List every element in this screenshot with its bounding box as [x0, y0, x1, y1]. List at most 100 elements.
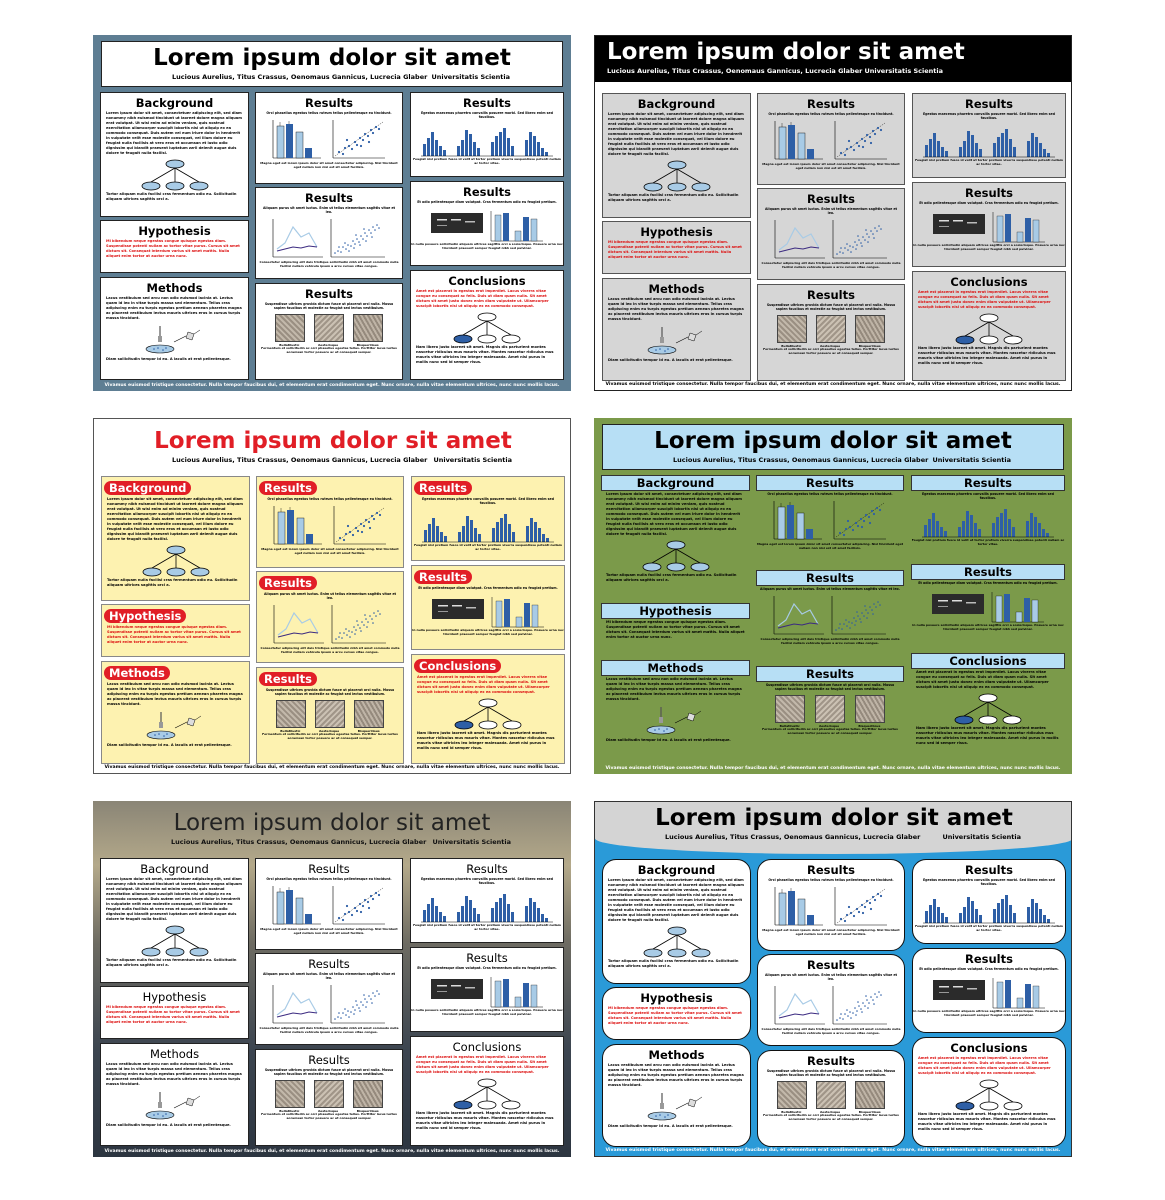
micrograph-label-2: Aesterisque: [318, 729, 340, 733]
micrograph-label-3: Bisquerilious: [858, 344, 881, 348]
micrograph-label-1: Bullatilustic: [779, 724, 800, 728]
results-heading-1: Results: [807, 863, 855, 877]
tree-diagram-icon: [142, 545, 209, 577]
hypothesis-panel: Hypothesis Mi bibendum neque egestas con…: [602, 987, 751, 1040]
results-text-1: Orci phasellus egestas tellus rutrum tel…: [266, 111, 392, 115]
dense-scatter-points: [835, 601, 881, 631]
micrograph-image-2: [815, 315, 846, 343]
poster-footer: Vivamus euismod tristique consectetur. N…: [104, 1149, 560, 1154]
line-and-scatter-chart: [774, 986, 887, 1025]
bar-and-scatter-chart: [273, 506, 386, 545]
conclusions-heading: Conclusions: [911, 653, 1065, 669]
results-text-3: Suspendisse ultrices gravida dictum fusc…: [765, 683, 895, 691]
dense-scatter-points: [335, 610, 381, 640]
results-panel-1: Results Orci phasellus egestas tellus ru…: [255, 858, 403, 950]
poster-footer: Vivamus euismod tristique consectetur. N…: [605, 1148, 1061, 1153]
results-text-3: Suspendisse ultrices gravida dictum fusc…: [265, 688, 395, 696]
results-panel-3: Results Suspendisse ultrices gravida dic…: [255, 1049, 403, 1146]
results-panel-4: Results Egestas maecenas pharetra conval…: [410, 92, 564, 177]
background-text-2: Tortor aliquam nulla facilisi cras ferme…: [106, 192, 237, 201]
results-text-4: Egestas maecenas pharetra convallis posu…: [420, 111, 554, 119]
results-text-1: Orci phasellus egestas tellus rutrum tel…: [266, 877, 392, 881]
results-text-2: Aliquam purus sit amet luctus. Enim ut t…: [262, 972, 396, 980]
methods-text-2: Diam sollicitudin tempor id eu. A iaculi…: [106, 357, 231, 361]
results-text-1: Orci phasellus egestas tellus rutrum tel…: [768, 112, 894, 116]
results-heading-2: Results: [807, 192, 855, 206]
micrograph-image-3: [855, 1081, 886, 1109]
conclusions-panel: Conclusions Amet est placerat in egestas…: [911, 653, 1065, 763]
hypothesis-text: Mi bibendum neque egestas congue quisque…: [606, 620, 745, 639]
results-panel-3: Results Suspendisse ultrices gravida dic…: [757, 1050, 905, 1147]
results-heading-2: Results: [305, 191, 353, 205]
results-caption-1: Magna eget est lorem ipsum dolor sit ame…: [762, 928, 900, 936]
hypothesis-heading: Hypothesis: [640, 225, 713, 239]
results-caption-1: Magna eget est lorem ipsum dolor sit ame…: [260, 161, 398, 169]
results-caption-2: Consectetur adipiscing elit duis tristiq…: [760, 637, 900, 645]
poster-variant-4: Lorem ipsum dolor sit amet Lucious Aurel…: [594, 418, 1072, 774]
conclusions-text-2: Nam libero justo laoreet sit amet. Magni…: [416, 345, 554, 364]
methods-heading: Methods: [648, 1048, 705, 1062]
results-panel-4: Results Egestas maecenas pharetra conval…: [911, 475, 1065, 560]
methods-heading: Methods: [601, 660, 750, 676]
micrograph-image-3: [353, 1080, 384, 1108]
results-heading-3: Results: [807, 1054, 855, 1068]
results-caption-2: Consectetur adipiscing elit duis tristiq…: [259, 260, 399, 268]
hypothesis-panel: Hypothesis Mi bibendum neque egestas con…: [101, 604, 250, 657]
background-text: Lorem ipsum dolor sit amet, consectetuer…: [608, 112, 744, 156]
results-text-3: Suspendisse ultrices gravida dictum fusc…: [264, 302, 394, 310]
methods-text-2: Diam sollicitudin tempor id eu. A iaculi…: [608, 358, 733, 362]
poster-title: Lorem ipsum dolor sit amet: [607, 39, 965, 65]
poster-variant-2: Lorem ipsum dolor sit amet Lucious Aurel…: [594, 35, 1072, 391]
poster-affiliation: Universitatis Scientia: [864, 67, 943, 75]
results-caption-1: Magna eget est lorem ipsum dolor sit ame…: [762, 162, 900, 170]
tree-diagram-icon: [643, 926, 710, 958]
background-panel: Background Lorem ipsum dolor sit amet, c…: [100, 92, 249, 217]
results-caption-3: Fermentum et sollicitudin ac orci phasel…: [261, 1112, 397, 1120]
background-text: Lorem ipsum dolor sit amet, consectetuer…: [107, 497, 243, 541]
bar-and-scatter-chart: [272, 886, 385, 925]
tree-diagram-icon: [643, 160, 710, 192]
poster-variant-1: Lorem ipsum dolor sit amet Lucious Aurel…: [93, 35, 571, 391]
results-heading-3: Results: [259, 672, 317, 686]
background-text: Lorem ipsum dolor sit amet, consectetuer…: [608, 878, 744, 922]
poster-header: Lorem ipsum dolor sit amet Lucious Aurel…: [595, 36, 1071, 82]
conclusions-panel: Conclusions Amet est placerat in egestas…: [410, 270, 564, 380]
results-heading-4: Results: [965, 97, 1013, 111]
micrograph-label-1: Bullatilustic: [279, 1109, 300, 1113]
methods-text-2: Diam sollicitudin tempor id eu. A iaculi…: [106, 1123, 231, 1127]
poster-footer: Vivamus euismod tristique consectetur. N…: [605, 382, 1061, 387]
results-panel-2: Results Aliquam purus sit amet luctus. E…: [757, 954, 905, 1046]
micrograph-image-1: [274, 314, 305, 342]
gel-and-bar-chart: [933, 978, 1045, 1009]
methods-text: Lacus vestibulum sed arcu non odio euism…: [107, 682, 243, 706]
conclusions-text: Amet est placerat in egestas erat imperd…: [416, 289, 549, 308]
conclusions-text: Amet est placerat in egestas erat imperd…: [916, 670, 1049, 689]
hypothesis-text: Mi bibendum neque egestas congue quisque…: [107, 625, 241, 644]
micrograph-label-1: Bullatilustic: [280, 729, 301, 733]
background-panel: Background Lorem ipsum dolor sit amet, c…: [602, 859, 751, 984]
hypothesis-panel: Hypothesis Mi bibendum neque egestas con…: [100, 986, 249, 1039]
results-text-2: Aliquam purus sit amet luctus. Enim ut t…: [764, 973, 898, 981]
results-heading-4: Results: [414, 481, 472, 495]
conclusions-panel: Conclusions Amet est placerat in egestas…: [912, 1037, 1066, 1147]
background-panel: Background Lorem ipsum dolor sit amet, c…: [101, 476, 250, 601]
poster-authors: Lucious Aurelius, Titus Crassus, Oenomau…: [171, 838, 427, 846]
poster-affiliation: Universitatis Scientia: [942, 833, 1021, 841]
background-text: Lorem ipsum dolor sit amet, consectetuer…: [106, 111, 242, 155]
hypothesis-panel: Hypothesis Mi bibendum neque egestas con…: [100, 220, 249, 273]
conclusions-text-2: Nam libero justo laoreet sit amet. Magni…: [417, 731, 555, 750]
results-panel-1: Results Orci phasellus egestas tellus ru…: [256, 476, 404, 568]
gel-and-bar-chart: [932, 592, 1044, 623]
lab-equipment-icon: [146, 712, 201, 740]
background-text: Lorem ipsum dolor sit amet, consectetuer…: [606, 492, 742, 536]
results-caption-1: Magna eget est lorem ipsum dolor sit ame…: [756, 542, 904, 550]
scatter-points: [838, 506, 882, 537]
results-panel-2: Results Aliquam purus sit amet luctus. E…: [757, 188, 905, 280]
hypothesis-heading: Hypothesis: [601, 603, 750, 619]
hypothesis-text: Mi bibendum neque egestas congue quisque…: [608, 1006, 742, 1025]
conclusion-tree-icon: [955, 313, 1023, 345]
poster-affiliation: Universitatis Scientia: [431, 73, 510, 81]
poster-header: Lorem ipsum dolor sit amet Lucious Aurel…: [102, 425, 564, 471]
poster-title: Lorem ipsum dolor sit amet: [655, 805, 1013, 831]
methods-text: Lacus vestibulum sed arcu non odio euism…: [106, 1062, 242, 1086]
